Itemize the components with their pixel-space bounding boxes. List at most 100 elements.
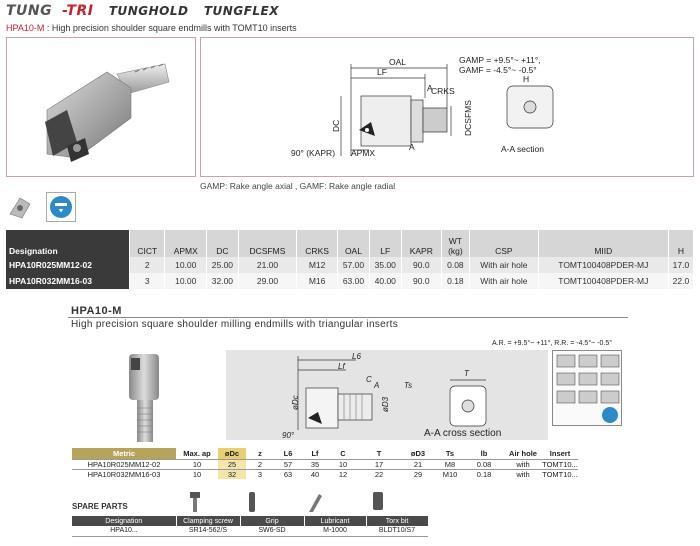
th-kapr: KAPR <box>401 230 442 257</box>
cell: M16 <box>296 273 339 289</box>
cell: 22.0 <box>668 273 695 289</box>
cell: 10 <box>176 458 218 469</box>
spare-parts-header: Designation Clamping screw Grip Lubrican… <box>72 516 429 526</box>
cell: 32.00 <box>206 273 239 289</box>
dim-a2: A <box>373 381 379 390</box>
dim-lf: LF <box>377 67 387 77</box>
th-torx-bit: Torx bit <box>366 516 429 526</box>
dim-t: T <box>464 369 470 378</box>
table-row: HPA10R025MM12-02 2 10.00 25.00 21.00 M12… <box>6 257 695 273</box>
th-cict: CICT <box>129 230 166 257</box>
cell: SW6-SD <box>240 526 304 537</box>
th-crks: CRKS <box>296 230 339 257</box>
cell: 10.00 <box>164 273 207 289</box>
cell: 0.18 <box>464 468 504 479</box>
technical-drawing: OAL LF A CRKS DC DCSFMS 90° (KAPR) APMX … <box>291 55 554 158</box>
gamp-formula: GAMP = +9.5°~ +11°, <box>459 55 541 65</box>
gamf-formula: GAMF = -4.5°~ -0.5° <box>459 65 537 75</box>
th-l6: L6 <box>283 448 293 458</box>
cell: 29 <box>400 468 436 479</box>
divider <box>68 317 628 318</box>
subtitle-1: HPA10-M : High precision shoulder square… <box>6 23 297 33</box>
dim-a-bottom: A <box>409 142 415 152</box>
th-max-ap: Max. ap <box>183 448 211 458</box>
cell: HPA10R025MM12-02 <box>72 458 176 469</box>
dim-odc: øDc <box>291 395 300 410</box>
th-ts: Ts <box>445 448 455 458</box>
cell: with <box>504 458 542 469</box>
th-wt: WT (kg) <box>441 230 470 257</box>
spec-table-1: Designation CICT APMX DC DCSFMS CRKS OAL… <box>6 230 695 289</box>
endmill-photo <box>45 63 170 162</box>
th-air-hole: Air hole <box>509 448 537 458</box>
cell: 17 <box>358 458 400 469</box>
cell: 32 <box>218 468 246 479</box>
cell: 22 <box>358 468 400 479</box>
dim-apmx: APMX <box>351 148 375 158</box>
cell: 17.0 <box>668 257 695 273</box>
th-miid: MIID <box>538 230 669 257</box>
spec-table-2-header: Metric Max. ap øDc z L6 Lf C T øD3 Ts lb… <box>72 448 578 459</box>
table-row: HPA10R032MM16-03 10 32 3 63 40 12 22 29 … <box>72 468 578 479</box>
cell: 63 <box>274 468 302 479</box>
section-label-1: A-A section <box>501 144 544 154</box>
th-h: H <box>668 230 695 257</box>
cell: TOMT10... <box>542 468 578 479</box>
cell: 21.00 <box>238 257 298 273</box>
spec-table-2: Metric Max. ap øDc z L6 Lf C T øD3 Ts lb… <box>72 448 578 479</box>
dim-dcsfms: DCSFMS <box>463 100 473 136</box>
th-oal: OAL <box>337 230 370 257</box>
dim-ts: Ts <box>404 381 412 390</box>
product-photo-panel <box>6 37 196 177</box>
cell: 10 <box>328 458 358 469</box>
th-lb: lb <box>480 448 488 458</box>
th-clamping-screw: Clamping screw <box>176 516 241 526</box>
dim-kapr: 90° (KAPR) <box>291 148 335 158</box>
cell: HPA10R032MM16-03 <box>72 468 176 479</box>
cell: 10 <box>176 468 218 479</box>
th-c: C <box>340 448 346 458</box>
cell: 3 <box>246 468 274 479</box>
technical-drawing-2: L6 Lf C A Ts T øDc øD3 90° A-A cross sec… <box>226 350 548 440</box>
dim-h: H <box>523 74 529 84</box>
cell: SR14-562/S <box>176 526 240 537</box>
th-z: z <box>258 448 262 458</box>
spare-parts-table: Designation Clamping screw Grip Lubrican… <box>72 516 429 537</box>
th-grip: Grip <box>240 516 305 526</box>
brand-tunghold: TUNGHOLD <box>108 4 189 18</box>
cell: 12 <box>328 468 358 479</box>
cell: M12 <box>296 257 339 273</box>
th-dcsfms: DCSFMS <box>238 230 298 257</box>
spare-parts-title: SPARE PARTS <box>72 502 128 511</box>
section-label-2: A-A cross section <box>424 428 501 439</box>
cell: M-1000 <box>304 526 366 537</box>
endmill-photo-2 <box>115 348 175 444</box>
section-2-title: HPA10-M <box>71 305 122 317</box>
cell: With air hole <box>469 273 539 289</box>
th-lubricant: Lubricant <box>304 516 367 526</box>
insert-thumbnail <box>6 192 36 222</box>
screw-icon <box>185 490 205 514</box>
cell: M8 <box>436 458 464 469</box>
cell: 35.00 <box>369 257 402 273</box>
table-row: HPA10R032MM16-03 3 10.00 32.00 29.00 M16… <box>6 273 695 289</box>
lubricant-icon <box>305 490 325 514</box>
cell: 90.0 <box>401 257 442 273</box>
cell: 57 <box>274 458 302 469</box>
torx-bit-icon <box>368 490 388 514</box>
spec-table-1-header: Designation CICT APMX DC DCSFMS CRKS OAL… <box>6 230 695 257</box>
dim-oal: OAL <box>389 57 406 67</box>
cell: 63.00 <box>337 273 370 289</box>
th-csp: CSP <box>469 230 539 257</box>
technical-drawing-panel: OAL LF A CRKS DC DCSFMS 90° (KAPR) APMX … <box>200 37 694 177</box>
dim-l6: L6 <box>352 352 361 361</box>
cell: 35 <box>302 458 328 469</box>
dim-crks: CRKS <box>431 86 455 96</box>
dim-dc: DC <box>331 120 341 132</box>
application-icons <box>552 350 622 426</box>
rake-angle-2: A.R. = +9.5°~ +11°, R.R. = -4.5°~ -0.5° <box>492 340 613 347</box>
table-row: HPA10... SR14-562/S SW6-SD M-1000 BLDT10… <box>72 526 428 537</box>
dim-od3: øD3 <box>381 396 390 412</box>
cell: 40 <box>302 468 328 479</box>
rake-angle-note: GAMP: Rake angle axial , GAMF: Rake angl… <box>200 181 396 191</box>
